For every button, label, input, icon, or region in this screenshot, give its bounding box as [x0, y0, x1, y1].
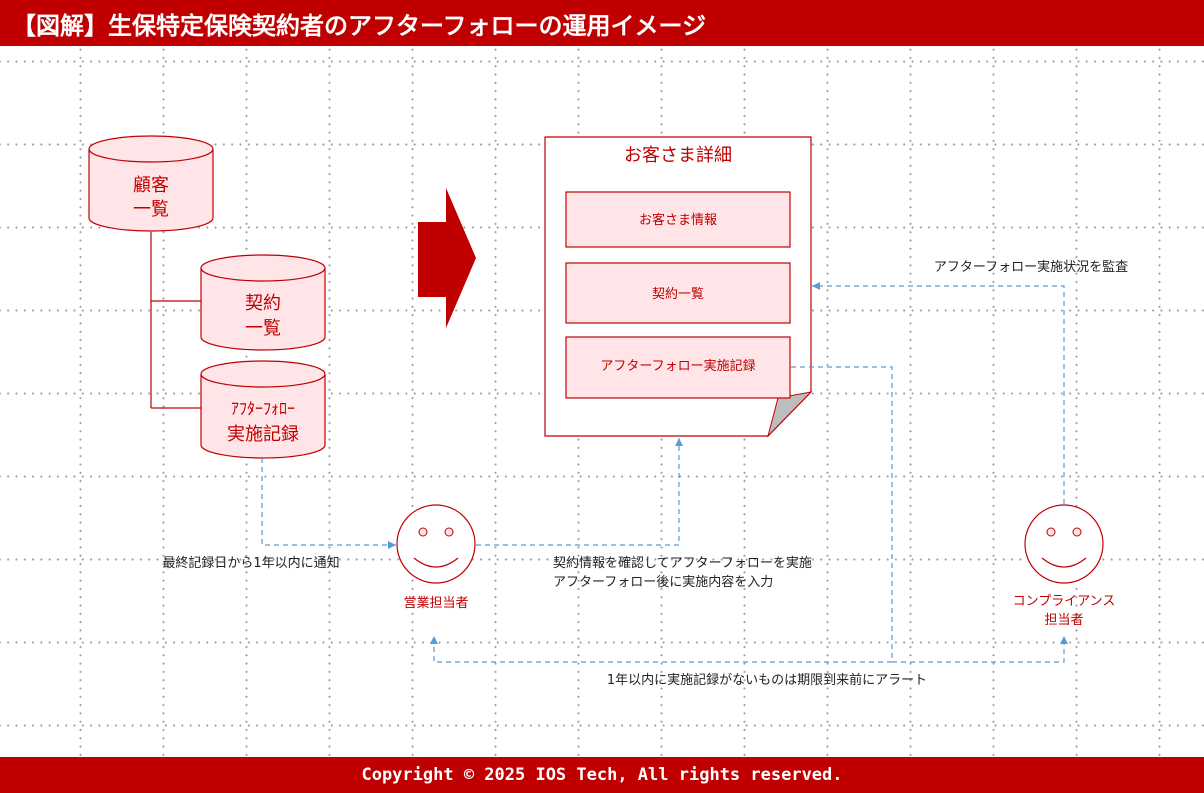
- notify-flow-arrow: [261, 458, 396, 549]
- compliance-actor-label-2: 担当者: [1044, 613, 1083, 628]
- footer-bar: Copyright © 2025 IOS Tech, All rights re…: [0, 757, 1204, 793]
- sales-action-label-1: 契約情報を確認してアフターフォローを実施: [553, 555, 812, 571]
- alert-to-sales-arrow: [430, 636, 892, 663]
- section-customer-info-label: お客さま情報: [639, 212, 717, 228]
- contract-list-label-2: 一覧: [245, 318, 281, 339]
- followup-records-label-2: 実施記録: [227, 424, 299, 445]
- audit-label: アフターフォロー実施状況を監査: [934, 259, 1128, 275]
- page-title: 【図解】生保特定保険契約者のアフターフォローの運用イメージ: [12, 12, 707, 40]
- customer-detail-document: お客さま詳細 お客さま情報 契約一覧 アフターフォロー実施記録: [544, 136, 813, 438]
- update-record-flow-arrow: [476, 438, 683, 546]
- contract-list-label-1: 契約: [245, 293, 281, 314]
- sales-action-label-2: アフターフォロー後に実施内容を入力: [553, 574, 773, 590]
- section-contract-list-label: 契約一覧: [652, 286, 704, 302]
- customer-list-label-2: 一覧: [133, 199, 169, 220]
- copyright-text: Copyright © 2025 IOS Tech, All rights re…: [361, 765, 843, 785]
- sales-smiley-icon: [396, 504, 476, 584]
- contract-list-database: 契約 一覧: [200, 254, 326, 351]
- followup-records-label-1: ｱﾌﾀｰﾌｫﾛｰ: [231, 399, 295, 418]
- audit-flow-arrow: [812, 282, 1065, 504]
- db-tree-connector: [150, 232, 201, 409]
- customer-list-label-1: 顧客: [133, 175, 169, 196]
- customer-list-database: 顧客 一覧: [88, 135, 214, 232]
- sales-actor-label: 営業担当者: [403, 595, 468, 611]
- compliance-smiley-icon: [1024, 504, 1104, 584]
- followup-records-database: ｱﾌﾀｰﾌｫﾛｰ 実施記録: [200, 360, 326, 459]
- alert-to-compliance-arrow: [791, 366, 1068, 663]
- section-customer-info: [565, 191, 791, 248]
- detail-doc-title: お客さま詳細: [624, 145, 732, 166]
- section-contract-list: [565, 262, 791, 324]
- section-followup-records-label: アフターフォロー実施記録: [600, 358, 755, 374]
- big-right-arrow-icon: [418, 188, 476, 328]
- alert-label: 1年以内に実施記録がないものは期限到来前にアラート: [607, 672, 927, 688]
- notify-label: 最終記録日から1年以内に通知: [162, 555, 339, 571]
- header-bar: 【図解】生保特定保険契約者のアフターフォローの運用イメージ: [0, 0, 1204, 46]
- compliance-actor-label-1: コンプライアンス: [1013, 594, 1116, 609]
- section-followup-records: [565, 336, 791, 399]
